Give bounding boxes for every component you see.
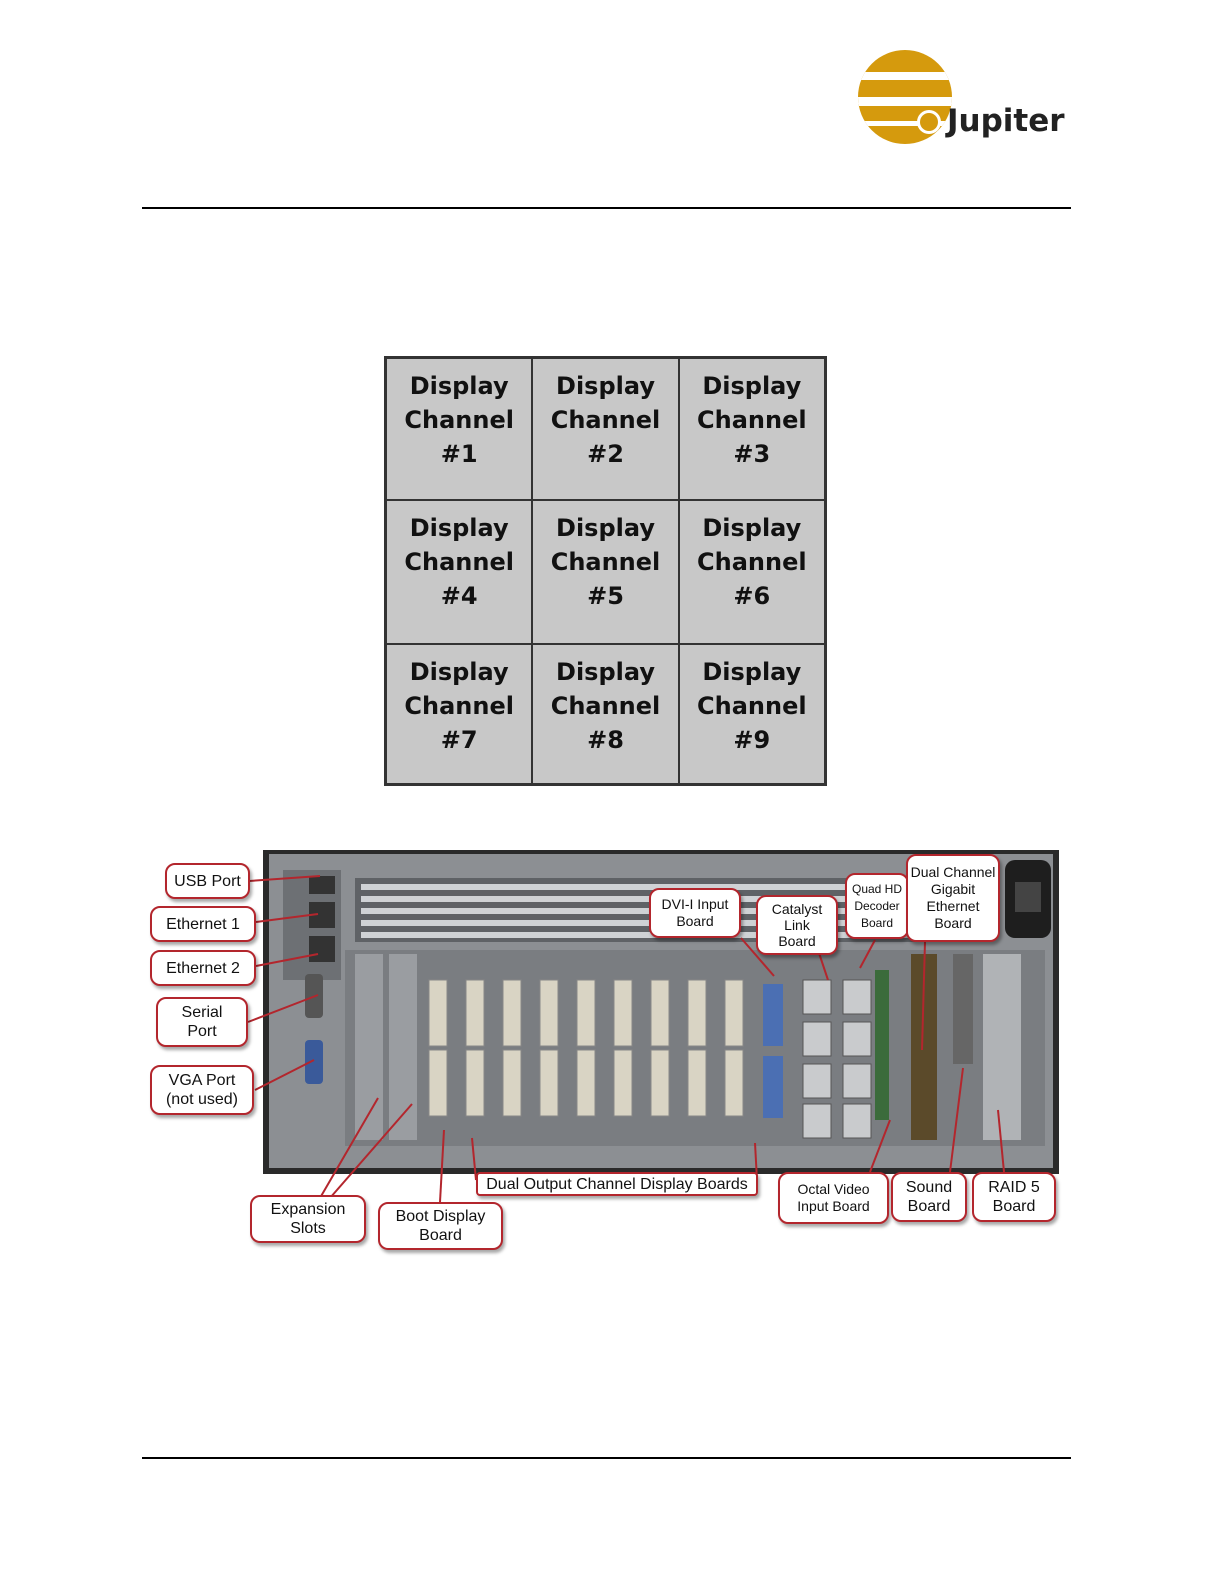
callout-ethernet-1: Ethernet 1 — [150, 906, 256, 942]
callout-vga-port: VGA Port(not used) — [150, 1065, 254, 1115]
callout-usb-port: USB Port — [165, 863, 250, 899]
callout-ethernet-2: Ethernet 2 — [150, 950, 256, 986]
logo-wordmark: Jupiter — [947, 103, 1065, 139]
callout-dual-output-boards: Dual Output Channel Display Boards — [476, 1172, 758, 1196]
header-rule — [142, 207, 1071, 209]
jupiter-logo — [858, 50, 952, 144]
footer-rule — [142, 1457, 1071, 1459]
